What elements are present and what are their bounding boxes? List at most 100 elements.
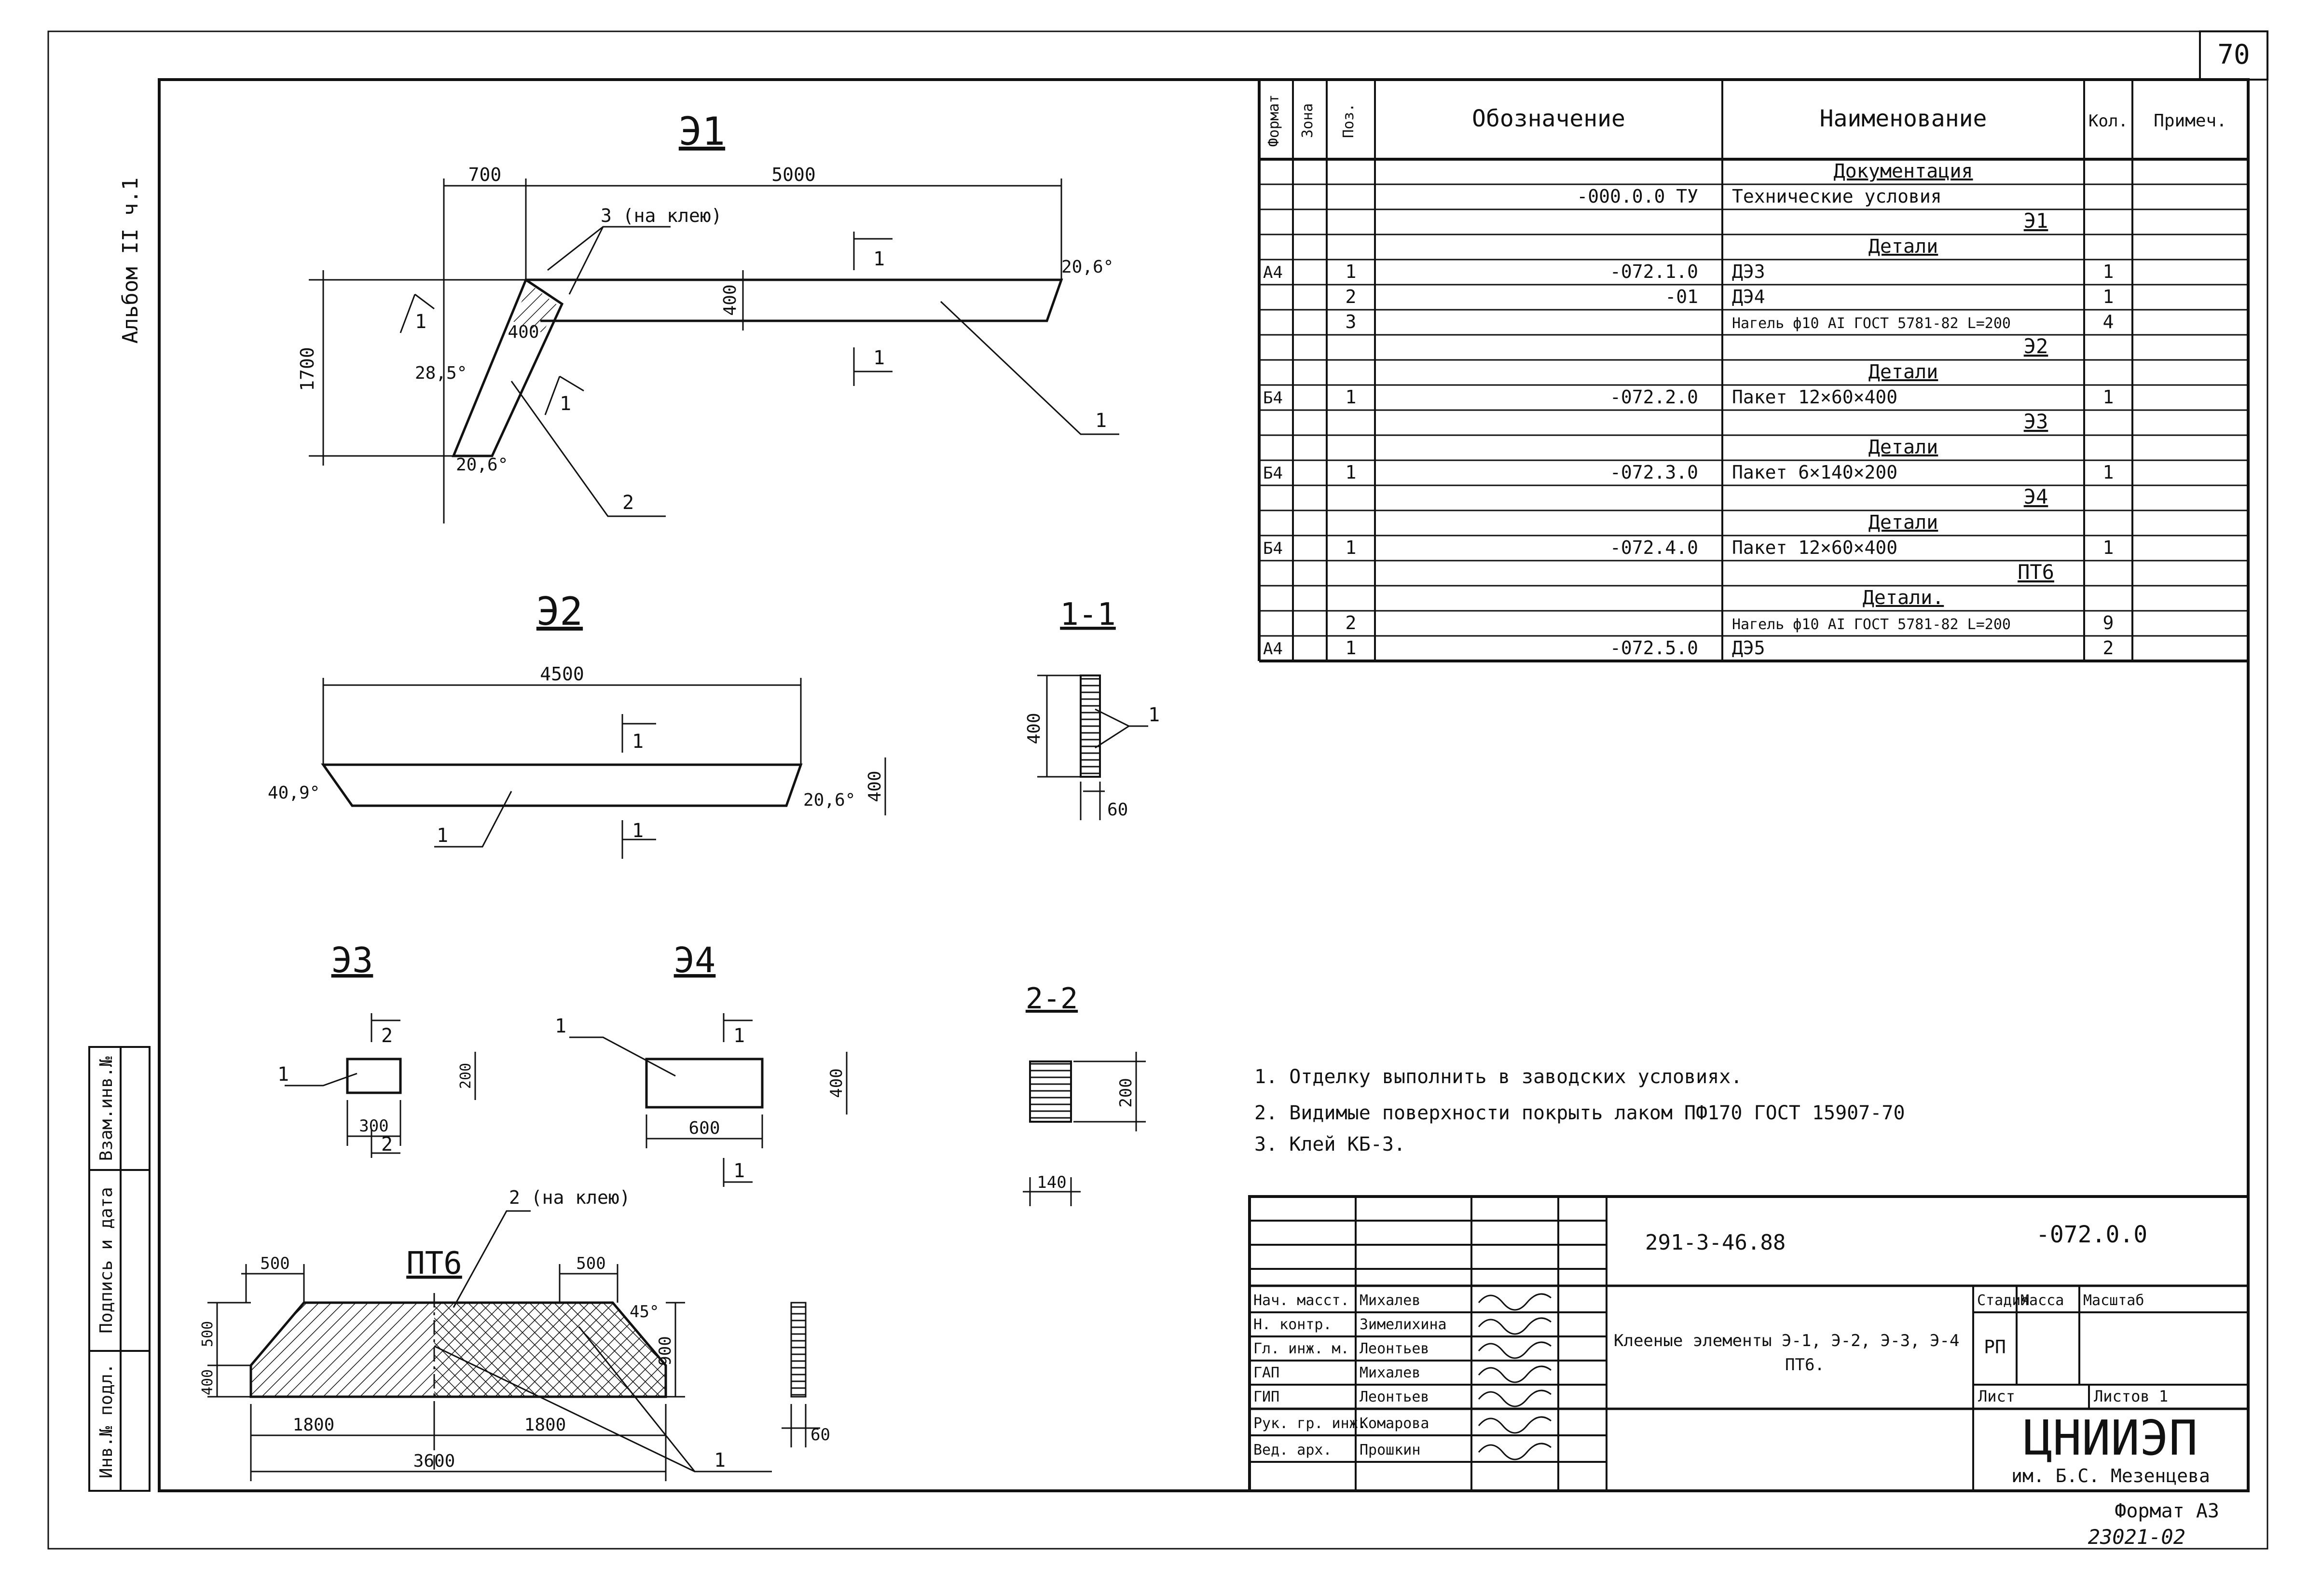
note-3: 3. Клей КБ-3. [1254, 1133, 1405, 1156]
tb-description-2: ПТ6. [1785, 1355, 1825, 1375]
spec-header-format: Формат [1265, 95, 1282, 147]
section-1-1: 1-1 400 60 1 [1024, 597, 1160, 820]
signature-name: Леонтьев [1360, 1389, 1429, 1405]
e1-callout-glue: 3 (на клею) [601, 205, 722, 226]
e1-section-mark-a: 1 [873, 248, 885, 270]
tb-org: ЦНИИЭП [2023, 1410, 2198, 1466]
spec-cell-designation: -072.1.0 [1610, 261, 1698, 282]
e2-leader-1: 1 [437, 825, 448, 847]
pt6-dim-500-vert: 500 [199, 1321, 216, 1347]
e1-dim-700: 700 [468, 164, 502, 185]
spec-cell-format: А4 [1263, 263, 1283, 282]
pt6-dim-500-left: 500 [260, 1254, 289, 1273]
spec-cell-section: Детали [1868, 235, 1938, 258]
pt6-dim-60: 60 [811, 1425, 830, 1445]
e1-dim-5000: 5000 [771, 164, 816, 185]
tb-format: Формат А3 [2115, 1500, 2219, 1522]
e1-section-mark-d: 1 [560, 393, 571, 415]
e2-title: Э2 [536, 589, 583, 634]
pt6-dim-900: 900 [656, 1336, 675, 1365]
signature-name: Леонтьев [1360, 1340, 1429, 1357]
tb-stage-label: Стадия [1977, 1292, 2029, 1309]
side-field-inv-podl: Инв.№ подл. [96, 1363, 116, 1478]
signature-role: Рук. гр. инж. [1253, 1415, 1367, 1432]
drawing-e4: Э4 600 400 1 1 1 [555, 940, 848, 1187]
e1-dim-400a: 400 [720, 284, 740, 316]
e1-angle-left: 28,5° [415, 363, 467, 383]
spec-cell-name: Пакет 6×140×200 [1732, 462, 1897, 483]
tb-sheets-label: Листов 1 [2094, 1387, 2168, 1405]
spec-cell-designation: -072.5.0 [1610, 637, 1698, 659]
tb-stage: РП [1984, 1336, 2006, 1358]
tb-sheet-label: Лист [1978, 1387, 2015, 1405]
signature-mark [1478, 1416, 1552, 1434]
spec-cell-group: Э2 [2024, 334, 2048, 358]
spec-cell-name: Нагель ф10 АI ГОСТ 5781-82 L=200 [1732, 616, 2011, 633]
note-1: 1. Отделку выполнить в заводских условия… [1254, 1066, 1742, 1088]
signature-name: Зимелихина [1360, 1316, 1447, 1333]
section-2-2: 2-2 200 140 [1023, 982, 1146, 1206]
spec-cell-group: Э1 [2024, 209, 2048, 233]
signature-mark [1478, 1443, 1552, 1460]
pt6-dim-1800-left: 1800 [293, 1415, 335, 1435]
e2-angle-left: 40,9° [268, 783, 320, 803]
spec-cell-pos: 1 [1346, 537, 1357, 558]
spec-header-designation: Обозначение [1472, 105, 1625, 132]
spec-cell-qty: 2 [2103, 637, 2114, 659]
e3-section-mark-b: 2 [381, 1133, 393, 1156]
e3-leader-1: 1 [277, 1063, 289, 1086]
spec-cell-group: Э4 [2024, 485, 2048, 509]
spec-cell-designation: -000.0.0 ТУ [1577, 186, 1698, 207]
spec-cell-name: ДЭ4 [1732, 286, 1765, 307]
signature-role: ГИП [1253, 1389, 1279, 1405]
spec-cell-pos: 3 [1346, 311, 1357, 332]
e4-section-mark-b: 1 [733, 1160, 745, 1182]
signature-name: Прошкин [1360, 1442, 1420, 1458]
spec-cell-pos: 1 [1346, 261, 1357, 282]
e3-dim-200: 200 [457, 1063, 474, 1089]
signature-mark [1478, 1365, 1552, 1383]
spec-cell-qty: 1 [2103, 261, 2114, 282]
signature-mark [1478, 1390, 1552, 1407]
e2-dim-400: 400 [865, 770, 885, 802]
s11-dim-60: 60 [1107, 800, 1128, 820]
e1-angle-bottom: 20,6° [456, 455, 508, 475]
e1-leader-1: 1 [1095, 410, 1107, 432]
tb-mass-label: Масса [2020, 1292, 2064, 1309]
spec-cell-qty: 4 [2103, 311, 2114, 332]
s11-dim-400: 400 [1024, 713, 1044, 744]
e3-section-mark-a: 2 [381, 1025, 393, 1047]
drawing-pt6: ПТ6 [199, 1187, 830, 1481]
pt6-dim-1800-right: 1800 [524, 1415, 566, 1435]
e2-section-mark-a: 1 [632, 730, 644, 753]
signature-name: Комарова [1360, 1415, 1429, 1432]
signature-mark [1478, 1317, 1552, 1335]
signature-mark [1478, 1293, 1552, 1311]
e1-section-mark-c: 1 [415, 311, 426, 333]
spec-cell-section: Детали [1868, 511, 1938, 534]
signature-name: Михалев [1360, 1364, 1420, 1381]
pt6-dim-3600: 3600 [413, 1451, 455, 1471]
spec-cell-pos: 1 [1346, 386, 1357, 408]
drawing-e2: Э2 4500 400 40,9° 20,6° 1 1 1 [268, 589, 886, 859]
e1-dim-400b: 400 [508, 322, 539, 342]
pt6-angle: 45° [630, 1302, 659, 1321]
e2-section-mark-b: 1 [632, 820, 644, 842]
spec-cell-qty: 9 [2103, 612, 2114, 633]
tb-org-sub: им. Б.С. Мезенцева [2011, 1465, 2210, 1486]
spec-header-name: Наименование [1820, 105, 1987, 132]
spec-cell-format: Б4 [1263, 464, 1283, 483]
e1-section-mark-b: 1 [873, 347, 885, 369]
spec-cell-designation: -072.3.0 [1610, 462, 1698, 483]
s22-dim-200: 200 [1116, 1078, 1136, 1107]
signature-mark [1478, 1341, 1552, 1359]
s22-dim-140: 140 [1037, 1173, 1066, 1192]
pt6-callout-glue: 2 (на клею) [509, 1187, 631, 1208]
drawing-e3: Э3 300 200 2 2 1 [277, 940, 476, 1158]
signature-role: Нач. масст. [1253, 1292, 1349, 1309]
spec-cell-designation: -072.2.0 [1610, 386, 1698, 408]
e1-leader-2: 2 [622, 492, 634, 514]
e3-title: Э3 [331, 940, 373, 980]
sheet-frame [47, 30, 2268, 1550]
